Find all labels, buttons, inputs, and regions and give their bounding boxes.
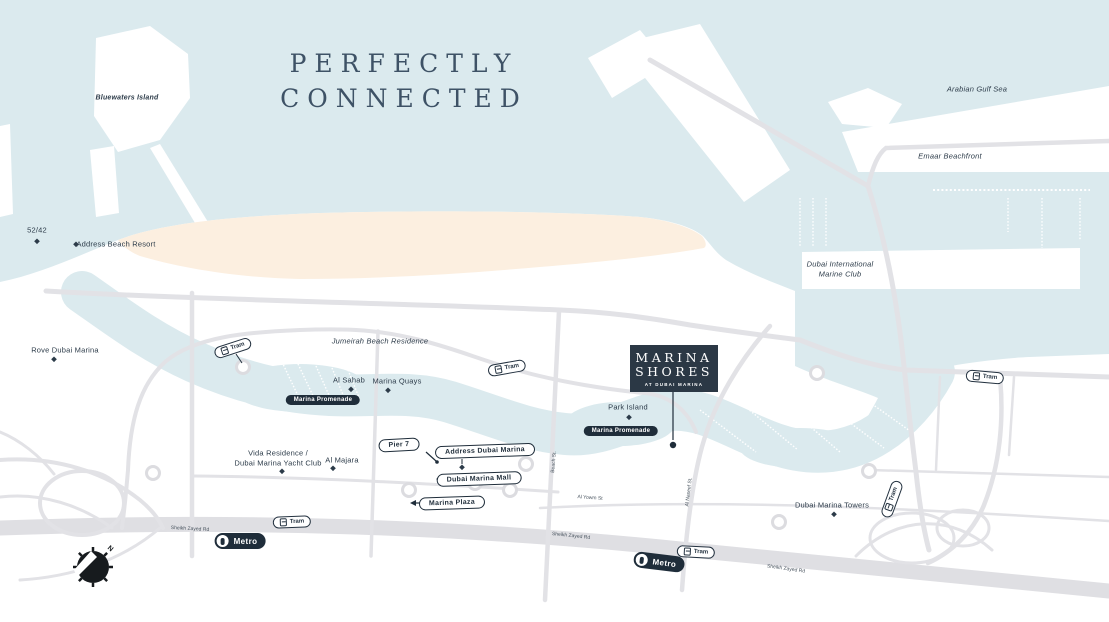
bluewaters-island [94,26,190,152]
tram-icon [494,364,503,375]
label-dimc-line1: Dubai International [806,259,874,269]
left-pier-finger [90,146,119,217]
label-address-beach-resort: Address Beach Resort [76,239,156,249]
sign-line-3: AT DUBAI MARINA [644,381,704,387]
pill-marina-plaza: Marina Plaza [418,495,486,511]
sign-line-2: SHORES [635,363,713,379]
pill-label: Marina Plaza [428,498,476,508]
pill-pier-7: Pier 7 [378,437,420,453]
marina-lagoon-east [740,428,860,468]
label-5242: 52/42 [27,225,47,235]
label-park-island: Park Island [608,402,648,412]
metro-label: Metro [233,536,258,546]
label-emaar-beachfront: Emaar Beachfront [918,151,982,161]
label-bluewaters-island: Bluewaters Island [95,94,159,102]
page-title: PERFECTLY CONNECTED [280,46,528,116]
road-network [0,57,1109,603]
left-pier-strip [0,124,13,217]
pill-marina-promenade-west: Marina Promenade [285,395,361,405]
pill-label: Address Dubai Marina [444,446,526,456]
label-vida-line1: Vida Residence / [248,448,308,458]
tram-icon [220,345,230,356]
dimc-quay [802,248,1080,290]
tram-label: Tram [504,362,520,372]
metro-icon [216,535,229,547]
label-rove-dubai-marina: Rove Dubai Marina [31,345,99,355]
beach [118,211,706,279]
label-al-sahab: Al Sahab [332,375,366,385]
metro-station-west: Metro [214,533,266,549]
tram-icon [683,547,692,556]
bluewaters-bridge [150,144,208,228]
compass-needle [74,551,97,577]
tram-icon [279,518,287,527]
label-vida-line2: Dubai Marina Yacht Club [234,458,322,468]
dock-hatches [281,189,1090,453]
pill-label: Dubai Marina Mall [446,474,512,484]
metro-icon [635,553,649,567]
marina-shores-sign: MARINA SHORES AT DUBAI MARINA [630,345,718,392]
beachfront-pier [842,86,1109,172]
tram-label: Tram [230,341,246,352]
label-marina-quays: Marina Quays [372,376,422,386]
tram-icon [972,371,981,381]
sheikh-zayed-road [0,516,1109,599]
label-al-majara: Al Majara [325,455,359,465]
compass-rose [73,547,113,587]
metro-label: Metro [652,556,677,569]
tram-stop-szr-east: Tram [676,545,716,559]
pill-label: Marina Promenade [591,428,651,434]
label-dubai-marina-towers: Dubai Marina Towers [794,500,870,510]
label-jbr: Jumeirah Beach Residence [331,336,429,346]
tram-stop-szr-west: Tram [272,515,312,529]
tram-label: Tram [693,548,709,556]
beachfront-pier-tip [828,88,902,128]
pill-marina-promenade-east: Marina Promenade [583,426,659,436]
pill-label: Pier 7 [388,440,410,450]
tram-icon [884,502,894,512]
tram-label: Tram [982,373,998,382]
tram-label: Tram [289,518,305,526]
marina-shores-dot [669,441,677,449]
station-circles [145,359,877,530]
pill-label: Marina Promenade [293,397,353,403]
title-line-1: PERFECTLY [289,49,519,78]
label-arabian-gulf-sea: Arabian Gulf Sea [946,84,1008,94]
title-line-2: CONNECTED [280,84,528,113]
sign-line-1: MARINA [635,349,713,365]
tram-label: Tram [888,486,899,503]
label-dimc-line2: Marine Club [818,269,862,279]
